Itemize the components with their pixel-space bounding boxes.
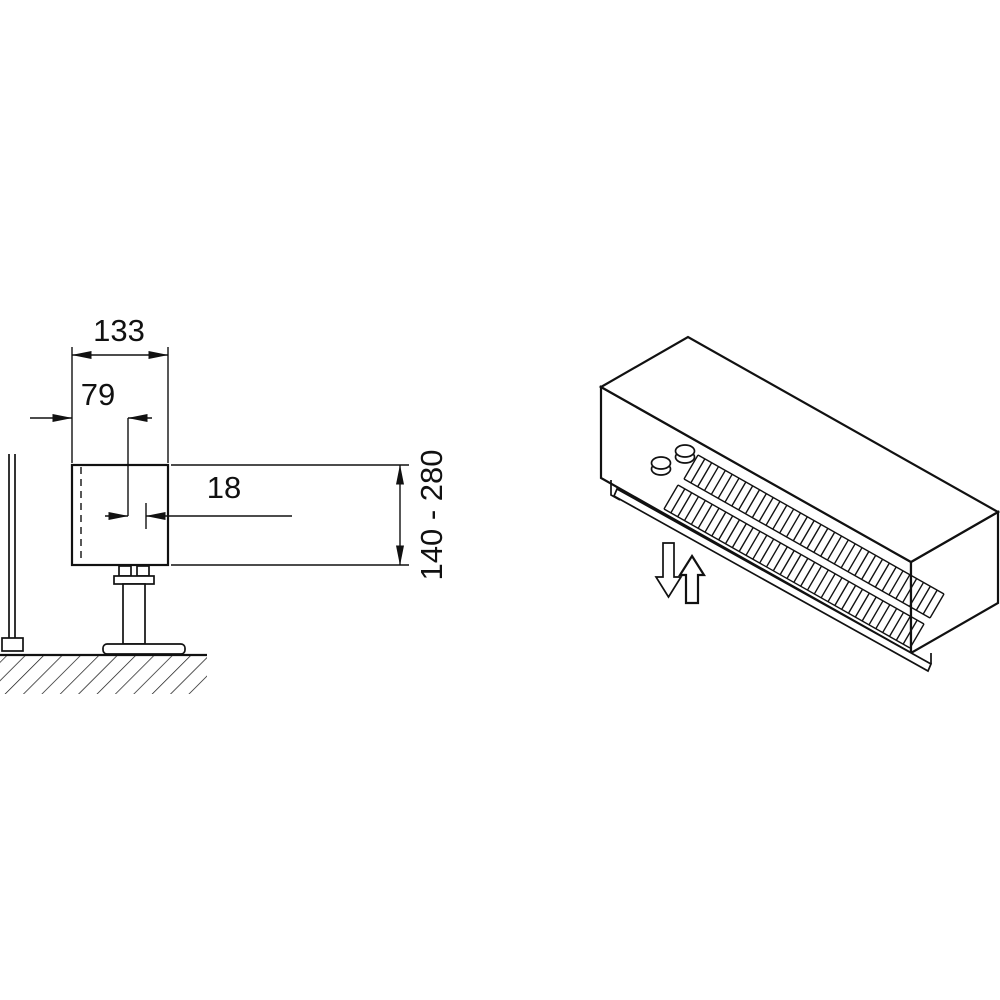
grille-slats-front-row bbox=[663, 484, 925, 649]
dim-label-height-range: 140 - 280 bbox=[414, 450, 449, 581]
clamp-tab-right bbox=[136, 565, 150, 577]
clamp-tab-left bbox=[118, 565, 132, 577]
isometric-view bbox=[598, 335, 1000, 673]
air-grille bbox=[663, 454, 945, 649]
base-plate bbox=[102, 643, 186, 655]
front-rail bbox=[610, 480, 933, 673]
airflow-up-arrow-icon bbox=[678, 553, 706, 605]
casing-top-face bbox=[598, 335, 1000, 564]
airflow-down-arrow-icon bbox=[654, 542, 683, 599]
dimension-height-range: 140 - 280 bbox=[171, 450, 449, 581]
wall-foot bbox=[1, 637, 24, 652]
dim-label-width-offset: 79 bbox=[81, 377, 115, 412]
clamp-bar bbox=[113, 575, 155, 585]
dimension-gap: 18 bbox=[105, 470, 292, 529]
grille-slats-back-row bbox=[683, 454, 945, 619]
wall-panel bbox=[1, 454, 24, 652]
radiator-body bbox=[70, 463, 170, 567]
dimension-width-total: 133 bbox=[71, 313, 169, 463]
dim-label-gap: 18 bbox=[207, 470, 241, 505]
floor-hatching bbox=[0, 656, 207, 694]
dimension-width-offset: 79 bbox=[30, 377, 152, 516]
valve-knob-cap bbox=[674, 444, 696, 458]
valve-knob-cap bbox=[650, 456, 672, 470]
valve-knobs bbox=[650, 444, 696, 476]
radiator-outline bbox=[70, 463, 170, 567]
dim-label-width-total: 133 bbox=[93, 313, 145, 348]
floor bbox=[0, 653, 207, 694]
rail-strip bbox=[612, 487, 933, 673]
pedestal-foot bbox=[102, 565, 186, 655]
side-view: 133 79 18 140 - 280 bbox=[0, 313, 449, 694]
pedestal-column bbox=[122, 583, 146, 645]
